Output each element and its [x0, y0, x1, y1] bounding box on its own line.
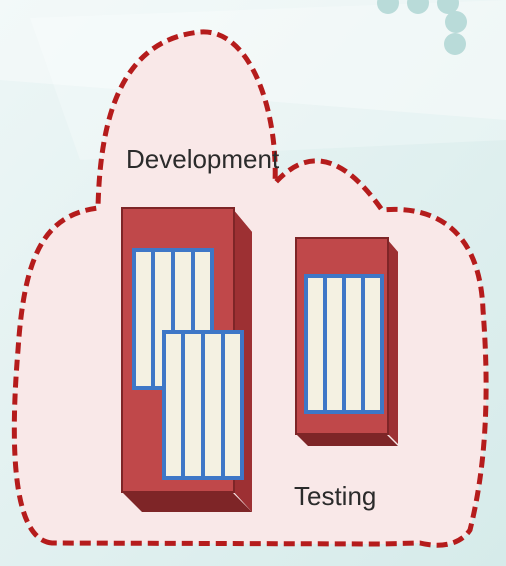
server-outline — [295, 237, 389, 435]
development-label: Development — [126, 144, 280, 174]
dot — [444, 33, 466, 55]
server-bottom-edge — [296, 434, 398, 446]
decorative-dots — [377, 0, 467, 55]
dot — [407, 0, 429, 14]
development-rack-2 — [162, 330, 244, 480]
dot — [445, 11, 467, 33]
testing-rack — [304, 274, 384, 414]
testing-label: Testing — [294, 481, 376, 511]
server-bottom-edge — [122, 492, 252, 512]
dot — [377, 0, 399, 14]
dot — [437, 0, 459, 14]
